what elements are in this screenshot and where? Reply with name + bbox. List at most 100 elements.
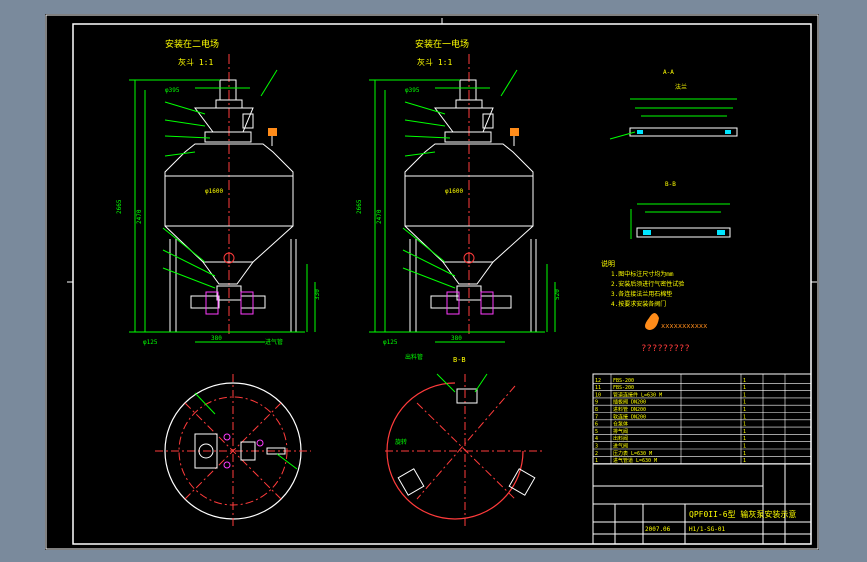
flange-bottom-body xyxy=(636,227,731,238)
left-manhole-mark xyxy=(223,252,235,264)
bom-cell: 12 xyxy=(595,378,601,384)
right-plan-leader-2 xyxy=(474,373,488,393)
bom-cell: 压力表 L=630 M xyxy=(613,450,652,457)
flange-detail-top: A-A 法兰 xyxy=(609,69,738,140)
left-leader-2 xyxy=(164,119,206,127)
right-pressure-gauge xyxy=(510,128,519,136)
bom-cell: FBS-200 xyxy=(613,378,634,384)
bom-cell: 6 xyxy=(595,422,598,428)
left-view-scale: 灰斗 1:1 xyxy=(178,57,213,67)
right-plan-lug-right xyxy=(508,468,536,496)
left-plan-view xyxy=(155,374,311,528)
left-plan-mark-3 xyxy=(256,439,264,447)
left-leader-3 xyxy=(164,135,211,139)
right-feed-label: φ125 xyxy=(383,339,398,346)
right-flange-mark-b xyxy=(480,291,494,315)
right-dim-height2-text: 2470 xyxy=(376,209,383,224)
left-feed-pipe xyxy=(190,295,220,309)
left-flange-mark-a xyxy=(205,291,219,315)
bom-cell: 进料管 DN200 xyxy=(613,406,646,413)
left-side-valve xyxy=(242,113,254,129)
left-dim-side-text: 330 xyxy=(314,289,321,300)
left-plan-mark-1 xyxy=(223,433,231,441)
bom-cell: 进气阀 xyxy=(613,443,628,450)
right-dim-bottom-text: 380 xyxy=(451,335,462,342)
bom-cell: 3 xyxy=(595,444,598,450)
bom-cell: 仓泵体 xyxy=(613,421,628,428)
bom-cell: 管道连接件 L=630 M xyxy=(613,391,662,398)
note-line-2: 2.安装后须进行气密性试验 xyxy=(611,280,684,288)
left-lower-cone xyxy=(202,261,254,285)
note-line-4: 4.按要求安装各阀门 xyxy=(611,300,666,308)
bom-cell: 插板阀 DN200 xyxy=(613,399,646,406)
right-leader-5 xyxy=(402,227,446,263)
right-plan-axis-d2 xyxy=(416,385,516,500)
left-plan-outlet xyxy=(240,441,256,461)
flange-top-leader xyxy=(609,131,636,140)
left-dim-height2-text: 2470 xyxy=(136,209,143,224)
left-plan-valve-body xyxy=(194,433,218,469)
bom-cell: 1 xyxy=(743,436,746,442)
note-line-3: 3.各连接法兰用石棉垫 xyxy=(611,290,672,298)
left-plan-leader-1 xyxy=(194,392,216,415)
title-block: QPF0II-6型 输灰泵安装示意 H1/1-SG-01 2007.06 xyxy=(592,463,812,545)
right-feed-pipe xyxy=(430,295,460,309)
rotation-label: 旋转 xyxy=(395,438,407,446)
left-plan-air-pipe xyxy=(266,447,286,455)
left-leader-4 xyxy=(164,151,196,157)
flange-top-body xyxy=(629,127,738,137)
bom-cell: 1 xyxy=(743,451,746,457)
flange-top-section: A-A xyxy=(663,69,674,76)
right-leader-7 xyxy=(402,267,456,289)
right-view-scale: 灰斗 1:1 xyxy=(417,57,452,67)
right-plan-lug-left xyxy=(397,468,425,496)
drawing-title: QPF0II-6型 输灰泵安装示意 xyxy=(689,509,796,519)
left-dim-bottom-text: 380 xyxy=(211,335,222,342)
right-manhole-mark xyxy=(463,252,475,264)
right-plan-axis-d1 xyxy=(416,402,516,500)
bom-cell: 1 xyxy=(743,378,746,384)
drawing-date: 2007.06 xyxy=(645,526,671,533)
left-leader-7 xyxy=(162,267,216,289)
bom-cell: 1 xyxy=(743,444,746,450)
section-b-label: B-B xyxy=(453,356,466,364)
flange-bottom-section: B-B xyxy=(665,181,676,188)
right-inlet-neck xyxy=(444,131,492,143)
right-leader-top xyxy=(500,69,518,97)
note-line-1: 1.图中标注尺寸均为mm xyxy=(611,270,674,278)
logo-text: xxxxxxxxxxx xyxy=(661,322,707,330)
right-lower-cone xyxy=(442,261,494,285)
left-flange-mark-b xyxy=(240,291,254,315)
bom-cell: 出料阀 xyxy=(613,435,628,442)
right-view-title: 安装在一电场 xyxy=(415,38,469,50)
bom-cell: FBS-200 xyxy=(613,385,634,391)
left-leader-5 xyxy=(162,227,206,263)
right-side-valve xyxy=(482,113,494,129)
drawing-number: H1/1-SG-01 xyxy=(689,526,726,533)
bom-cell: 11 xyxy=(595,385,601,391)
right-outlet-label: 出料管 xyxy=(405,353,423,361)
flange-detail-bottom: B-B xyxy=(630,181,731,239)
left-top-diam-text: φ395 xyxy=(165,87,180,94)
left-dim-height-text: 2665 xyxy=(116,199,123,214)
bom-cell: 4 xyxy=(595,436,598,442)
right-top-valve xyxy=(459,79,477,101)
sheet-inner-frame xyxy=(72,23,812,545)
bom-cell: 2 xyxy=(595,451,598,457)
bom-cell: 1 xyxy=(743,400,746,406)
left-pressure-gauge xyxy=(268,128,277,136)
right-flange-mark-a xyxy=(446,291,460,315)
bom-cell: 1 xyxy=(743,458,746,464)
bom-cell: 1 xyxy=(743,422,746,428)
right-dim-side-text: 520 xyxy=(554,289,561,300)
bom-cell: 7 xyxy=(595,414,598,420)
right-plan-leader-1 xyxy=(436,373,456,393)
bom-cell: 1 xyxy=(743,407,746,413)
left-plan-axis-d2 xyxy=(184,402,282,500)
right-diameter-label: φ1600 xyxy=(445,188,463,195)
bom-cell: 1 xyxy=(743,392,746,398)
left-plan-valve-port xyxy=(198,443,214,459)
right-air-pipe xyxy=(480,295,512,309)
right-leader-4 xyxy=(404,151,436,157)
